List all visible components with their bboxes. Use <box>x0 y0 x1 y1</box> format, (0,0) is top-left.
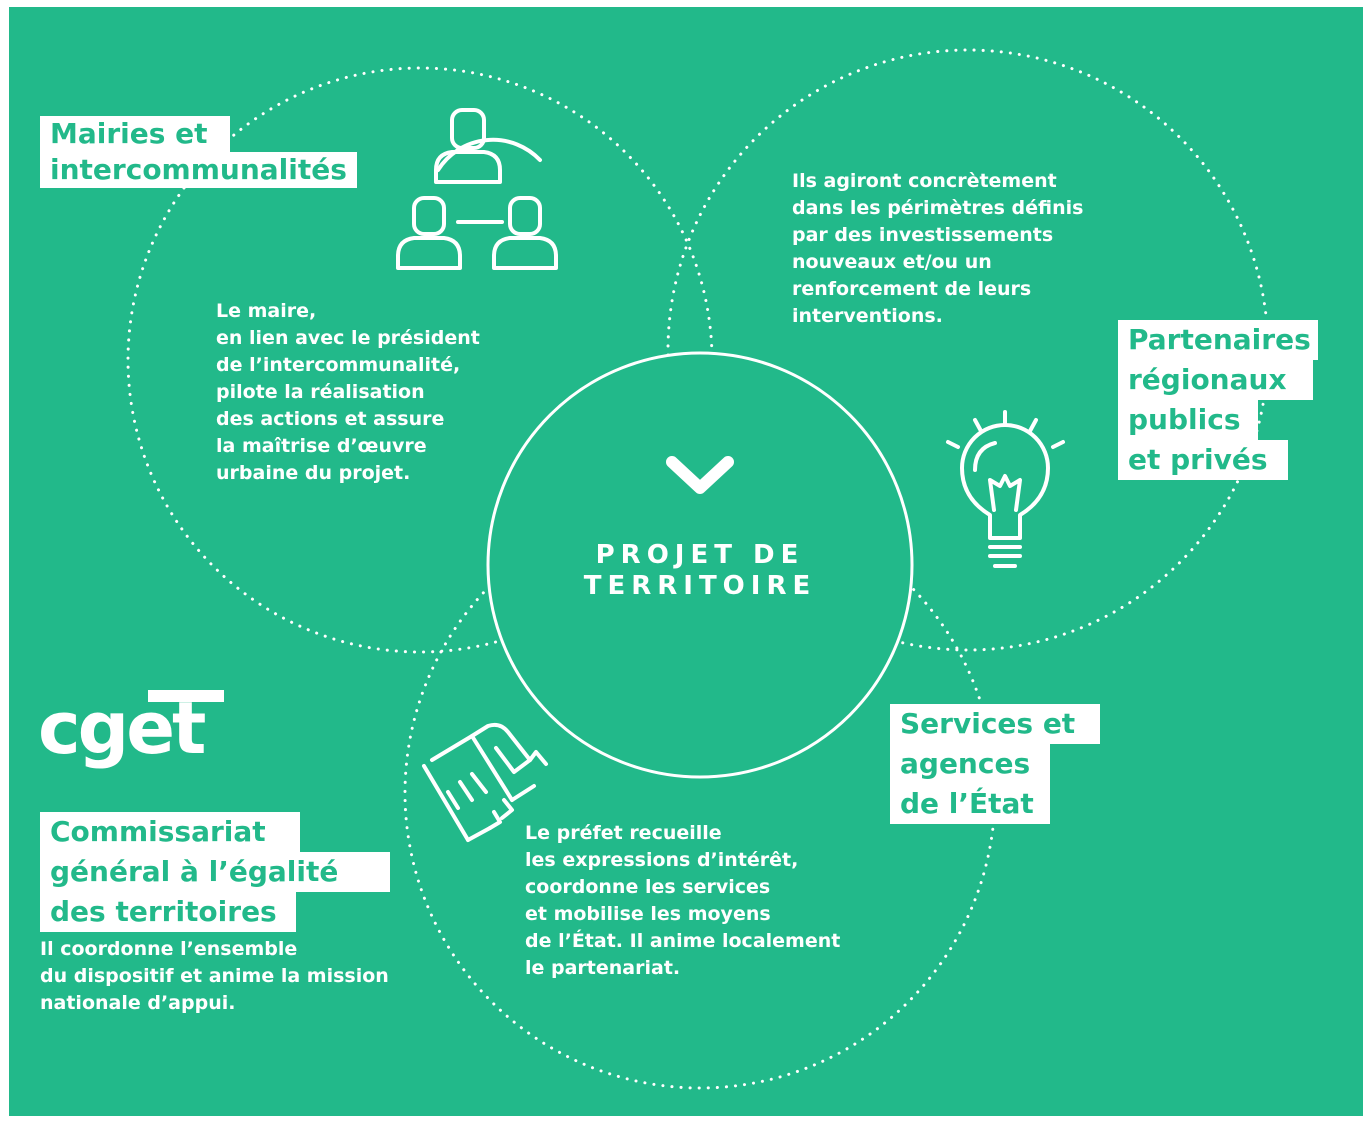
chevron-down-icon <box>666 456 734 494</box>
etat-label-line: Services et <box>890 704 1100 744</box>
handshake-icon <box>422 722 548 842</box>
partenaires-label-line: régionaux <box>1118 360 1313 400</box>
center-circle <box>486 351 914 779</box>
etat-line: le partenariat. <box>525 957 681 979</box>
cget-label-line: général à l’égalité <box>40 852 390 892</box>
partenaires-line: dans les périmètres définis <box>792 197 1084 219</box>
cget-line: nationale d’appui. <box>40 992 236 1014</box>
partenaires-label-line: publics <box>1118 400 1258 440</box>
cget-line: Il coordonne l’ensemble <box>40 938 298 960</box>
people-network-icon <box>396 108 558 270</box>
etat-line: coordonne les services <box>525 876 771 898</box>
mairies-line: Le maire, <box>216 300 317 322</box>
etat-line: Le préfet recueille <box>525 822 722 844</box>
mairies-label: Mairies et intercommunalités <box>40 116 365 188</box>
cget-line: du dispositif et anime la mission <box>40 965 389 987</box>
cget-label: Commissariat général à l’égalité des ter… <box>40 812 390 932</box>
mairies-line: de l’intercommunalité, <box>216 354 461 376</box>
partenaires-label-line: Partenaires <box>1118 320 1318 360</box>
mairies-line: urbaine du projet. <box>216 462 411 484</box>
partenaires-line: Ils agiront concrètement <box>792 170 1057 192</box>
cget-label-line: des territoires <box>40 892 296 932</box>
mairies-line: en lien avec le président <box>216 327 480 349</box>
mairies-line: pilote la réalisation <box>216 381 425 403</box>
partenaires-text: Ils agiront concrètement dans les périmè… <box>792 168 1083 330</box>
cget-logo-bar <box>148 690 224 702</box>
partenaires-label-line: et privés <box>1118 440 1288 480</box>
mairies-line: des actions et assure <box>216 408 445 430</box>
cget-text: Il coordonne l’ensemble du dispositif et… <box>40 936 389 1017</box>
mairies-label-line1: Mairies et <box>40 116 230 152</box>
mairies-text: Le maire, en lien avec le président de l… <box>216 298 480 487</box>
etat-line: les expressions d’intérêt, <box>525 849 799 871</box>
center-title-line1: PROJET DE <box>595 540 805 570</box>
partenaires-line: renforcement de leurs <box>792 278 1032 300</box>
partenaires-line: par des investissements <box>792 224 1054 246</box>
etat-label-line: de l’État <box>890 784 1050 824</box>
etat-line: et mobilise les moyens <box>525 903 771 925</box>
etat-label-line: agences <box>890 744 1050 784</box>
lightbulb-icon <box>946 410 1065 568</box>
partenaires-label: Partenaires régionaux publics et privés <box>1118 320 1318 480</box>
mairies-label-line2: intercommunalités <box>40 152 357 188</box>
mairies-line: la maîtrise d’œuvre <box>216 435 427 457</box>
etat-line: de l’État. Il anime localement <box>525 930 841 952</box>
cget-label-line: Commissariat <box>40 812 300 852</box>
etat-label: Services et agences de l’État <box>890 704 1100 824</box>
center-title-line2: TERRITOIRE <box>583 571 817 601</box>
partenaires-line: interventions. <box>792 305 943 327</box>
center-title: PROJET DE TERRITOIRE <box>490 540 910 602</box>
partenaires-line: nouveaux et/ou un <box>792 251 992 273</box>
cget-logo: cget <box>38 686 206 770</box>
etat-text: Le préfet recueille les expressions d’in… <box>525 820 840 982</box>
